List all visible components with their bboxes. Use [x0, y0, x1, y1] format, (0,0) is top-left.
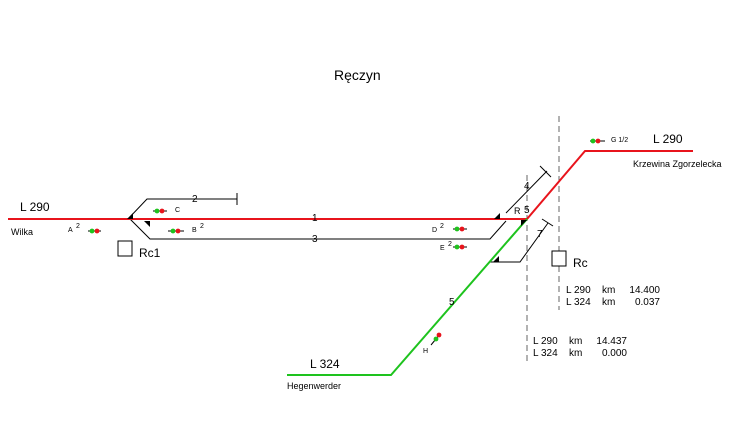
track-7 — [490, 222, 549, 263]
km-upper-row1-line: L 290 — [566, 285, 591, 296]
signal-d — [453, 226, 467, 232]
km-upper-row2-line: L 324 — [566, 297, 591, 308]
signal-label-b-sup: 2 — [200, 223, 204, 230]
switch-marker-3 — [494, 213, 500, 219]
track-number-3: 3 — [312, 234, 318, 245]
line-label-l290-right: L 290 — [653, 132, 683, 146]
signal-label-r: R — [514, 206, 521, 216]
place-hegenwerder: Hegenwerder — [287, 381, 342, 391]
signal-box-rc — [551, 250, 567, 267]
switch-marker-1 — [127, 213, 133, 219]
km-upper-row2-unit: km — [602, 297, 616, 308]
switch-marker-5 — [493, 256, 499, 262]
km-lower-row1-value: 14.437 — [596, 336, 627, 347]
track-number-5: 5 — [449, 297, 455, 308]
signal-label-d-sup: 2 — [440, 223, 444, 230]
track-3 — [129, 218, 507, 240]
switch-marker-4 — [521, 220, 527, 226]
signal-label-e-sup: 2 — [448, 241, 452, 248]
signal-label-d: D — [432, 227, 438, 234]
signal-b — [168, 228, 184, 234]
line-label-l324: L 324 — [310, 357, 340, 371]
track-2 — [127, 198, 237, 220]
line-l324-track — [287, 218, 528, 376]
switch-marker-2 — [144, 221, 150, 227]
track-4 — [505, 170, 548, 214]
km-lower-row2-line: L 324 — [533, 348, 558, 359]
signal-h — [430, 332, 442, 346]
track-number-1: 1 — [312, 213, 318, 224]
km-lower-row1-unit: km — [569, 336, 583, 347]
track-number-5-upper: 5 — [524, 205, 530, 216]
line-l290-track — [8, 150, 693, 220]
signal-box-label-rc1: Rc1 — [139, 246, 161, 260]
track-4-buffer-stop — [539, 165, 552, 178]
signal-box-rc1 — [117, 240, 133, 257]
signal-label-c: C — [175, 207, 181, 214]
track-7-buffer-stop — [541, 218, 554, 227]
signal-c — [153, 208, 167, 214]
signal-a — [88, 228, 101, 234]
km-lower-row1-line: L 290 — [533, 336, 558, 347]
km-lower-row2-value: 0.000 — [601, 348, 627, 359]
signal-box-label-rc: Rc — [573, 256, 588, 270]
place-krzewina-zgorzelecka: Krzewina Zgorzelecka — [633, 159, 722, 169]
signal-label-a-sup: 2 — [76, 223, 80, 230]
signal-e — [453, 244, 467, 250]
signal-label-g: G 1/2 — [611, 137, 629, 144]
km-upper-row2-value: 0.037 — [634, 297, 660, 308]
place-wilka: Wilka — [11, 227, 33, 237]
track-number-2: 2 — [192, 194, 198, 205]
signal-label-b: B — [192, 227, 197, 234]
km-upper-row1-value: 14.400 — [629, 285, 660, 296]
track-number-4: 4 — [524, 181, 530, 192]
line-label-l290-left: L 290 — [20, 200, 50, 214]
signal-label-h: H — [423, 348, 429, 355]
km-upper-row1-unit: km — [602, 285, 616, 296]
signal-label-a: A — [68, 227, 73, 234]
signal-label-e: E — [440, 245, 445, 252]
signal-g — [590, 138, 605, 144]
track-number-7: 7 — [537, 229, 543, 240]
station-title: Ręczyn — [334, 67, 381, 83]
km-lower-row2-unit: km — [569, 348, 583, 359]
